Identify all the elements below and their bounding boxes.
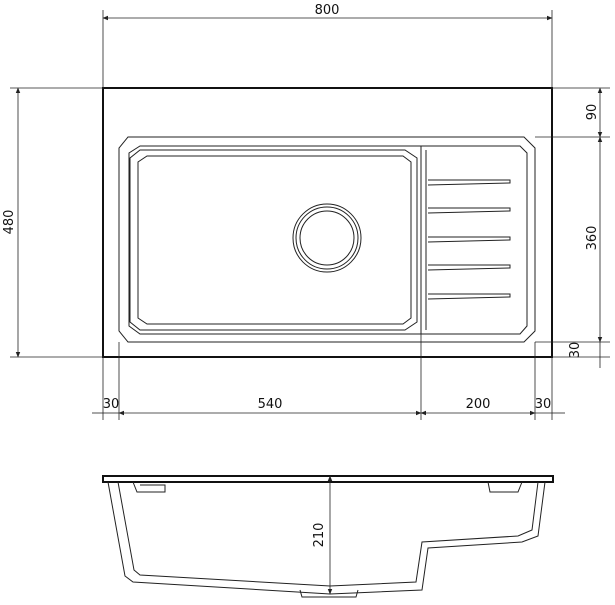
main-bowl-inner [137,155,412,325]
side-top-plate [102,475,554,483]
side-bowl-inner [117,481,539,587]
drainer-groove [427,207,511,214]
side-mount-clip-right [487,481,523,493]
dimension-overall-width: 800 [102,3,553,88]
sink-outer-plate [102,87,553,358]
sink-top-view [102,87,553,358]
dimension-label-left-margin: 30 [103,397,120,412]
drain-hole-outer [292,203,362,273]
dimension-label-top-margin: 90 [585,104,600,121]
sink-side-view [102,475,554,598]
drainer-groove [427,293,511,300]
dimension-label: 210 [312,523,327,548]
dimension-label-bottom-margin: 30 [568,342,583,359]
drainer-groove [427,264,511,271]
dimension-bowl-depth: 210 [312,475,333,595]
drainer-grooves [427,179,511,300]
dimension-label: 480 [2,210,17,235]
dimension-overall-height: 480 [2,87,103,358]
bowl-inner-rim [128,145,528,335]
side-bowl-outer [107,481,546,595]
dimension-right-chain: 90 360 30 [535,87,610,368]
dimension-label-drainer-width: 200 [466,397,491,412]
bowl-outer-rim [118,136,536,343]
drain-hole-mid [295,206,359,270]
dimension-label-right-margin: 30 [535,397,552,412]
dimension-label-bowl-width: 540 [258,397,283,412]
main-bowl-outline [129,149,418,331]
side-drain-bottom [299,589,359,598]
dimension-label-bowl-span: 360 [585,226,600,251]
side-mount-clip-left [132,481,166,493]
dimension-bottom-chain: 30 540 200 30 [92,334,565,420]
dimension-label: 800 [315,3,340,18]
drainer-groove [427,236,511,243]
drain-hole-inner [299,210,355,266]
drainer-groove [427,179,511,186]
